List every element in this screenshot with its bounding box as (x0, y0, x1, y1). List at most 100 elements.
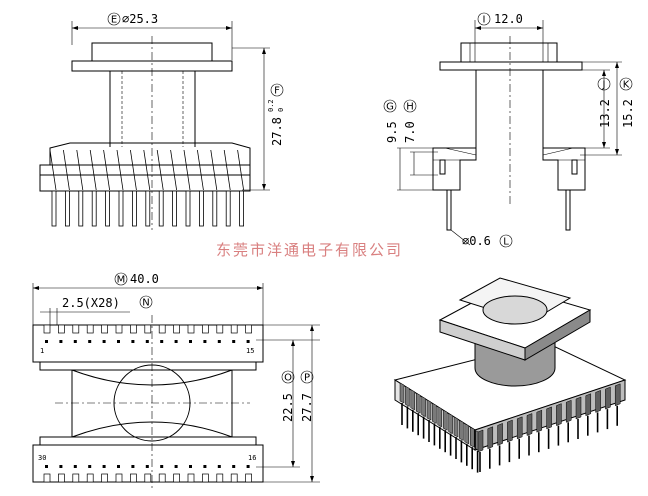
top-pin-dot (88, 340, 92, 343)
iso-fin (421, 396, 426, 418)
dim-o-letter: O (284, 373, 292, 384)
pin-label-15: 15 (246, 347, 254, 355)
dim-j-value: 13.2 (598, 99, 612, 128)
dim-g-letter: G (386, 102, 394, 113)
bottom-pin-dot (131, 465, 135, 468)
dim-l-letter: L (503, 237, 509, 248)
label-circle-g (383, 99, 397, 113)
iso-fin (595, 390, 601, 413)
front-pin (212, 190, 218, 227)
bottom-pin-dot (117, 465, 120, 468)
pin-label-30: 30 (38, 454, 46, 462)
front-fin (183, 149, 191, 191)
top-pin-dot (102, 340, 106, 343)
iso-fin (546, 406, 552, 430)
bottom-notch (230, 473, 238, 483)
front-fin (170, 149, 177, 191)
isometric-view (393, 277, 627, 473)
bottom-notch (202, 473, 209, 483)
iso-fin (464, 423, 470, 445)
dim-n-value: 2.5(X28) (62, 296, 120, 310)
iso-fin (585, 393, 592, 417)
dim-f-tol-lower: 0 (277, 108, 285, 112)
top-pin-dot (117, 340, 120, 343)
front-fin (143, 149, 151, 191)
label-circle-h (403, 99, 417, 113)
dim-i-letter: I (483, 15, 486, 26)
iso-fin (565, 399, 572, 423)
top-pin-dot (145, 340, 149, 343)
label-circle-f (270, 83, 284, 97)
front-pin (172, 190, 178, 227)
bottom-pin-dot (203, 465, 207, 468)
top-pin-dot (203, 340, 207, 343)
front-pin (131, 190, 137, 227)
dim-f-value: 27.8 (270, 117, 284, 146)
bottom-notch (72, 473, 80, 483)
dim-f-letter: F (274, 86, 280, 97)
dim-l-value: ⌀0.6 (462, 234, 491, 248)
top-notch (72, 324, 80, 334)
dim-n-letter: N (142, 298, 149, 309)
top-notch (101, 324, 108, 334)
dim-k-value: 15.2 (621, 99, 635, 128)
bottom-notch (173, 473, 180, 483)
iso-fin (526, 413, 533, 436)
bottom-pin-dot (232, 465, 236, 468)
top-notch (144, 324, 152, 334)
top-notch (43, 324, 51, 334)
top-pin-dot (232, 340, 236, 343)
iso-fin (437, 406, 443, 428)
dim-m-letter: M (117, 275, 126, 286)
label-circle-o (281, 370, 295, 384)
front-pin (145, 190, 151, 227)
bottom-pin-dot (45, 465, 48, 468)
front-fin (103, 149, 110, 191)
top-pin-dot (217, 340, 221, 343)
iso-fin (614, 383, 621, 407)
label-circle-e (107, 12, 121, 26)
front-pin (78, 190, 84, 227)
front-fin (197, 149, 204, 191)
front-pin (158, 190, 164, 227)
dim-p-letter: P (304, 373, 310, 384)
front-pin (185, 190, 191, 227)
dim-e-value: ⌀25.3 (122, 12, 158, 26)
dim-e-letter: E (111, 15, 117, 26)
top-pin-dot (73, 340, 77, 343)
iso-fin (426, 399, 432, 421)
iso-fin (507, 419, 513, 443)
front-fin (223, 149, 231, 191)
bottom-pin-dot (145, 465, 149, 468)
bottom-pin-dot (160, 465, 164, 468)
bottom-notch (216, 473, 224, 483)
iso-fin (516, 416, 523, 440)
iso-fin (556, 403, 562, 426)
front-pin (65, 190, 70, 227)
iso-fin (487, 426, 494, 450)
bottom-pin-dot (246, 465, 250, 468)
dim-f-tol-upper: 0.2 (267, 99, 275, 112)
iso-fin (453, 416, 459, 438)
iso-fin (575, 396, 582, 420)
front-fin (130, 149, 137, 191)
bottom-notch (245, 473, 252, 483)
top-pin-dot (131, 340, 135, 343)
bottom-notch (86, 473, 94, 483)
top-pin-dot (59, 340, 63, 343)
front-fin (63, 149, 70, 191)
label-circle-p (300, 370, 314, 384)
bottom-pin-dot (217, 465, 221, 468)
bottom-notch (43, 473, 51, 483)
label-circle-m (114, 272, 128, 286)
front-pin (91, 190, 97, 227)
bottom-pin-dot (73, 465, 77, 468)
bottom-notch (58, 473, 65, 483)
label-circle-j (597, 77, 611, 91)
iso-fin (497, 423, 503, 446)
front-pin (118, 190, 124, 227)
front-fin (116, 149, 124, 191)
top-notch (202, 324, 209, 334)
top-pin-dot (189, 340, 192, 343)
